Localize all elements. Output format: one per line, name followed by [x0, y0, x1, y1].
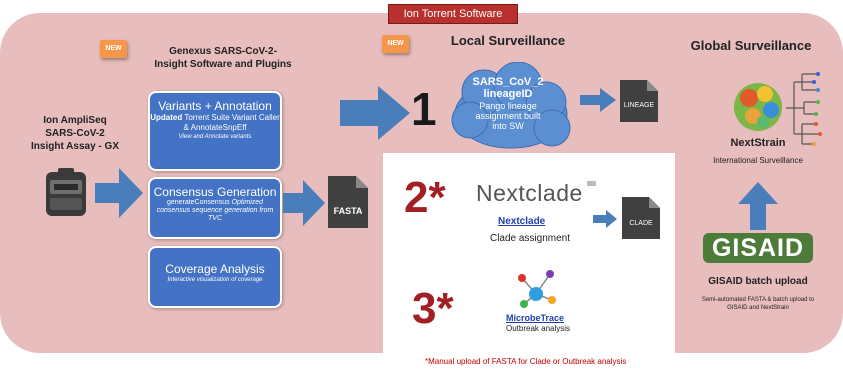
gisaid-title: GISAID batch upload — [708, 276, 808, 287]
clade-label: CLADE — [629, 220, 653, 227]
gisaid-logo: GISAID — [703, 233, 813, 263]
clade-file-icon — [622, 197, 660, 239]
lineageid-subtitle: Pango lineage assignment built into SW — [475, 101, 541, 131]
fasta-file-icon — [328, 176, 368, 228]
footnote: *Manual upload of FASTA for Clade or Out… — [425, 357, 627, 366]
assay-label: Ion AmpliSeq SARS-CoV-2 Insight Assay - … — [31, 115, 119, 152]
consensus-generation-box: Consensus Generation generateConsensus O… — [148, 177, 282, 239]
phylogenetic-tree-icon — [786, 72, 822, 146]
lineageid-title: SARS_CoV_2 lineageID — [472, 76, 544, 100]
outbreak-analysis-text: Outbreak analysis — [505, 324, 571, 333]
global-surveillance-title: Global Surveillance — [690, 38, 812, 53]
arrow-right-icon — [580, 88, 616, 112]
arrow-right-icon — [95, 168, 143, 218]
new-badge: NEW — [100, 40, 127, 58]
manual-analysis-area — [383, 153, 675, 371]
nextstrain-description: International Surveillance — [713, 156, 803, 165]
new-badge: NEW — [382, 35, 409, 53]
gisaid-description: Semi-automated FASTA & batch upload to G… — [701, 297, 815, 311]
nextstrain-globe-icon — [734, 83, 782, 131]
clade-assignment-text: Clade assignment — [489, 233, 571, 244]
cloud-icon — [451, 62, 571, 149]
step-3-number: 3* — [412, 284, 454, 333]
genexus-instrument-icon — [46, 168, 86, 216]
nextstrain-title: NextStrain — [730, 137, 786, 149]
variants-subtitle: Torrent Suite Variant Caller & AnnotateS… — [182, 113, 280, 132]
lineage-label: LINEAGE — [623, 102, 655, 109]
coverage-note: Interactive visualization of coverage — [167, 277, 263, 283]
consensus-note: Optimized consensus sequence generation … — [156, 199, 274, 222]
cloud-text: SARS_CoV_2 lineageID Pango lineage assig… — [458, 76, 558, 131]
variants-annotation-box: Variants + Annotation Updated Torrent Su… — [148, 91, 282, 171]
consensus-title: Consensus Generation — [153, 185, 277, 199]
fasta-label: FASTA — [333, 206, 363, 216]
ion-torrent-software-label: Ion Torrent Software — [388, 4, 518, 24]
microbetrace-logo-icon — [518, 270, 556, 308]
lineage-file-icon — [620, 80, 658, 122]
arrow-right-icon — [340, 86, 410, 140]
arrow-up-icon — [738, 182, 778, 230]
nextclade-logo: Nextclade — [476, 180, 583, 206]
nextclade-link[interactable]: Nextclade — [498, 216, 546, 227]
consensus-subtitle: generateConsensus — [166, 199, 230, 206]
microbetrace-link[interactable]: MicrobeTrace — [506, 313, 565, 323]
coverage-analysis-box: Coverage Analysis Interactive visualizat… — [148, 246, 282, 308]
step-2-number: 2* — [404, 173, 446, 222]
variants-title: Variants + Annotation — [158, 99, 272, 113]
coverage-title: Coverage Analysis — [165, 262, 265, 276]
variants-note: View and Annotate variants — [178, 134, 252, 140]
variants-updated-label: Updated — [150, 113, 183, 122]
arrow-right-icon — [593, 210, 617, 228]
step-1-number: 1 — [411, 83, 437, 135]
nextclade-logo-tag — [587, 181, 596, 186]
genexus-title: Genexus SARS-CoV-2- Insight Software and… — [154, 46, 292, 70]
local-surveillance-title: Local Surveillance — [450, 33, 566, 48]
arrow-right-icon — [283, 180, 325, 226]
